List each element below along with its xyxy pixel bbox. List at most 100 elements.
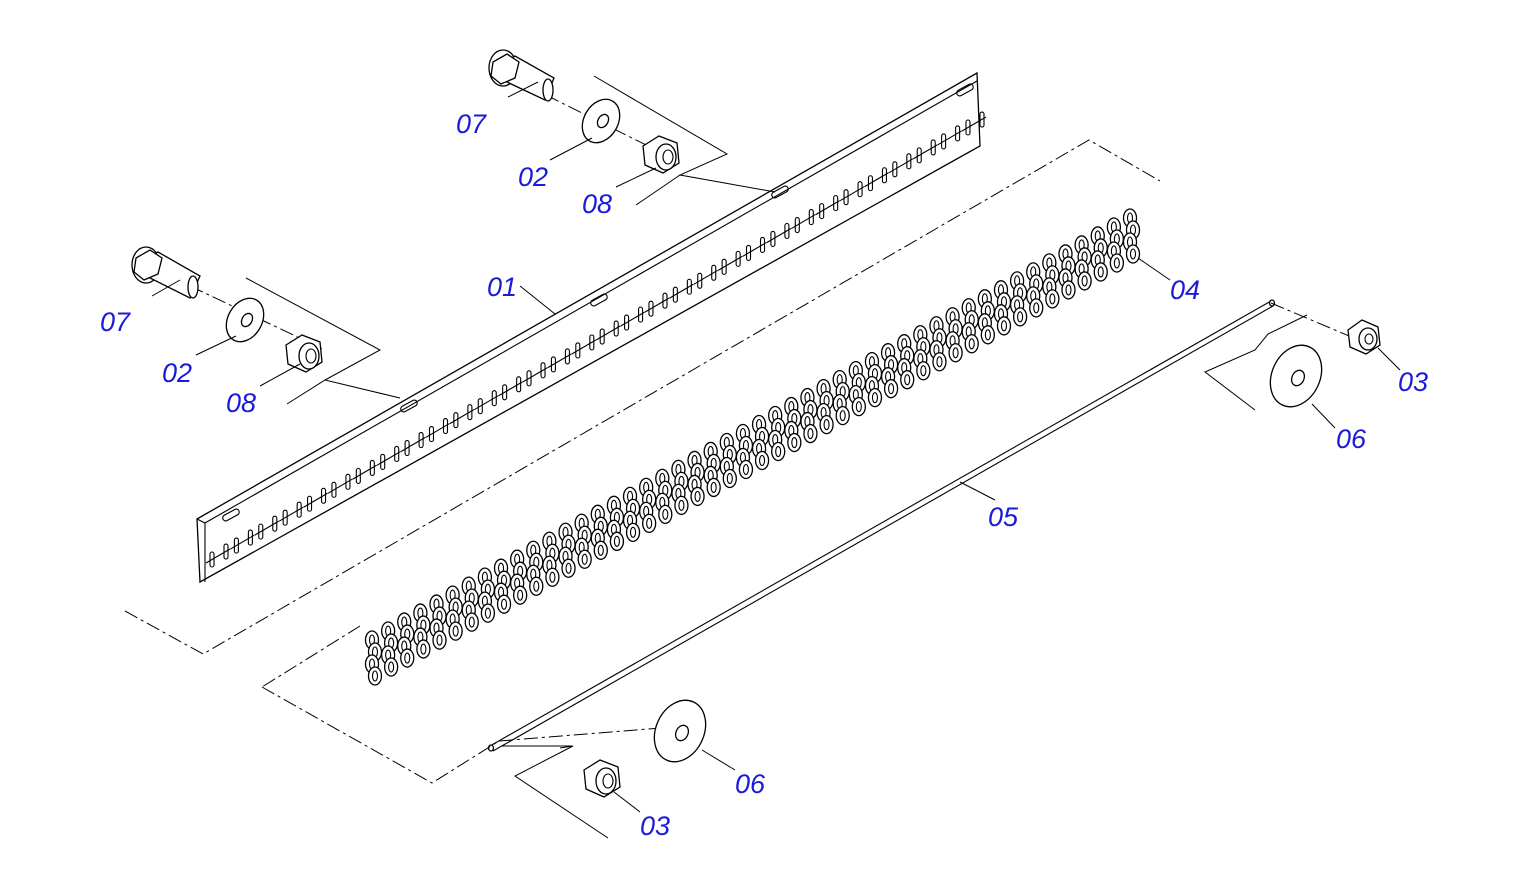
- chain-link: [658, 504, 673, 525]
- bar-slot: [979, 111, 985, 128]
- chain-link-hole: [500, 598, 508, 610]
- large-washer: [653, 699, 707, 763]
- callout-02: 02: [162, 358, 192, 388]
- mount-slot: [771, 185, 789, 199]
- chain-link: [851, 396, 866, 417]
- chain-link-hole: [839, 410, 846, 422]
- chain-link: [883, 379, 899, 399]
- chain-link-hole: [920, 365, 927, 377]
- chain-link-hole: [1000, 320, 1008, 332]
- chain-link: [416, 639, 431, 659]
- slot-connector: [669, 283, 694, 299]
- chain-link-hole: [775, 445, 782, 458]
- chain-link-hole: [388, 661, 395, 673]
- bar-slot: [502, 384, 508, 401]
- chain-link: [1045, 289, 1060, 309]
- bar-slot: [345, 473, 351, 490]
- slot-connector: [400, 437, 426, 452]
- bar-slot: [467, 404, 473, 421]
- chain-link: [948, 343, 963, 363]
- bar-slot: [881, 167, 888, 184]
- bar-slot: [819, 203, 825, 220]
- chain-link: [1012, 307, 1028, 327]
- chain-link: [529, 576, 544, 596]
- chain-link-hole: [549, 571, 556, 583]
- chain-link: [1109, 253, 1125, 273]
- chain-link-hole: [533, 580, 540, 592]
- callout-08: 08: [226, 388, 256, 418]
- bar-slot: [282, 509, 288, 526]
- bar-slot: [672, 286, 678, 303]
- chain-link-hole: [984, 329, 991, 341]
- chain-link: [464, 612, 479, 632]
- chain-link-hole: [952, 347, 959, 359]
- chain-link: [512, 585, 528, 605]
- bar-slot: [721, 258, 727, 275]
- chain-link-hole: [1017, 311, 1024, 323]
- washer: [225, 297, 265, 343]
- chain-link: [754, 450, 770, 471]
- bar-slot: [516, 376, 522, 393]
- slot-connector: [937, 130, 962, 146]
- chain-link-hole: [517, 589, 524, 601]
- rod: [487, 299, 1276, 752]
- chain-link: [819, 414, 834, 435]
- bar-slot: [843, 189, 849, 206]
- bar-slot: [770, 230, 776, 248]
- bar-slot: [941, 133, 947, 150]
- bar-slot: [857, 181, 863, 198]
- chain-link: [609, 531, 625, 551]
- slot-connector: [595, 325, 621, 341]
- chain-link-hole: [1113, 257, 1120, 269]
- callout-01: 01: [487, 272, 517, 302]
- bar-slot: [638, 306, 644, 323]
- callout-06: 06: [735, 769, 766, 799]
- bar-slot: [453, 412, 459, 429]
- chain-link: [803, 423, 818, 444]
- chain-link-hole: [1081, 275, 1088, 287]
- chain-link: [400, 648, 415, 668]
- chain-link-hole: [871, 392, 879, 404]
- chain-link: [674, 495, 689, 516]
- chain-link: [561, 558, 576, 578]
- chain-link-hole: [726, 472, 733, 485]
- chain-link-hole: [694, 490, 701, 502]
- slot-connector: [376, 450, 401, 466]
- slot-connector: [230, 534, 255, 550]
- bar-slot: [355, 467, 361, 484]
- bar-slot: [784, 222, 790, 240]
- chain-link: [964, 334, 979, 354]
- chain-link: [545, 567, 560, 587]
- bar-slot: [442, 418, 449, 435]
- bracket-lines: [245, 75, 1308, 839]
- bar-slot: [564, 348, 570, 365]
- bar-slot: [916, 147, 922, 164]
- bar-slot: [306, 495, 313, 512]
- chain-link-hole: [968, 338, 975, 350]
- chain-link: [706, 477, 721, 498]
- bar-slot: [711, 264, 717, 281]
- bar-slot: [662, 292, 668, 309]
- chain-link-hole: [613, 535, 620, 547]
- chain-link-hole: [371, 670, 379, 682]
- mount-slot: [222, 508, 240, 522]
- bar-slot: [906, 153, 912, 170]
- chain-link-hole: [565, 562, 572, 574]
- bar-slot: [296, 501, 302, 518]
- chain-link-hole: [807, 428, 814, 440]
- chain-link: [383, 657, 399, 677]
- bar-slot: [272, 515, 278, 532]
- chain-link: [690, 486, 705, 507]
- hex-nut: [583, 759, 621, 798]
- slot-connector: [644, 297, 670, 313]
- chain-link: [625, 522, 641, 542]
- bar-slot: [624, 314, 630, 331]
- slot-connector: [205, 548, 231, 564]
- bar-slot: [955, 125, 961, 142]
- bar-slot: [613, 320, 619, 337]
- chain-link: [1061, 280, 1076, 300]
- chain-link-hole: [1033, 302, 1040, 314]
- chain-link: [1125, 244, 1141, 264]
- chain-link: [771, 441, 786, 462]
